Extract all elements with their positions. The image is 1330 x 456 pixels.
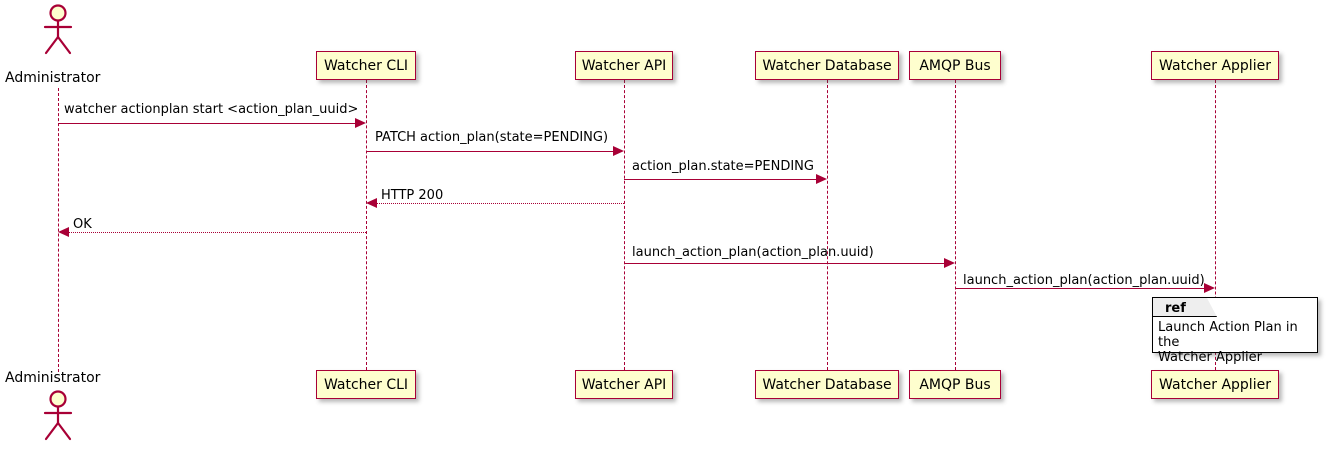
message-arrowhead-launch-action-plan-api-bus (944, 258, 955, 268)
message-label-ok: OK (73, 217, 92, 232)
message-line-ok (69, 232, 366, 233)
message-label-action-plan-state-pending: action_plan.state=PENDING (632, 159, 814, 174)
lifeline-amqp-bus (955, 80, 956, 370)
message-line-launch-action-plan-bus-applier (955, 288, 1204, 289)
lifeline-watcher-cli (366, 80, 367, 370)
message-line-watcher-actionplan-start (58, 123, 355, 124)
message-label-patch-action-plan: PATCH action_plan(state=PENDING) (375, 130, 609, 145)
message-arrowhead-launch-action-plan-bus-applier (1204, 283, 1215, 293)
message-arrowhead-http-200 (366, 198, 377, 208)
message-label-watcher-actionplan-start: watcher actionplan start <action_plan_uu… (64, 102, 359, 117)
lifeline-watcher-api (624, 80, 625, 370)
actor-label-administrator-bottom: Administrator (5, 370, 101, 386)
participant-watcher-applier-bottom[interactable]: Watcher Applier (1151, 370, 1279, 399)
ref-fragment-tab-label: ref (1165, 301, 1186, 316)
actor-administrator-bottom (37, 390, 81, 441)
participant-amqp-bus-top[interactable]: AMQP Bus (909, 51, 1001, 80)
message-label-launch-action-plan-bus-applier: launch_action_plan(action_plan.uuid) (963, 273, 1205, 288)
message-line-launch-action-plan-api-bus (624, 263, 944, 264)
participant-watcher-api-top[interactable]: Watcher API (575, 51, 673, 80)
message-label-http-200: HTTP 200 (381, 188, 444, 203)
participant-amqp-bus-bottom[interactable]: AMQP Bus (909, 370, 1001, 399)
message-arrowhead-ok (58, 227, 69, 237)
ref-fragment-launch-action-plan: ref Launch Action Plan in the Watcher Ap… (1152, 297, 1318, 365)
participant-watcher-api-bottom[interactable]: Watcher API (575, 370, 673, 399)
message-arrowhead-patch-action-plan (613, 146, 624, 156)
message-arrowhead-watcher-actionplan-start (355, 118, 366, 128)
participant-watcher-cli-top[interactable]: Watcher CLI (316, 51, 416, 80)
message-line-http-200 (377, 203, 624, 204)
actor-label-administrator-top: Administrator (5, 70, 101, 86)
message-line-patch-action-plan (366, 151, 613, 152)
message-arrowhead-action-plan-state-pending (816, 174, 827, 184)
actor-administrator-top (37, 4, 81, 55)
participant-watcher-cli-bottom[interactable]: Watcher CLI (316, 370, 416, 399)
message-label-launch-action-plan-api-bus: launch_action_plan(action_plan.uuid) (632, 245, 874, 260)
message-line-action-plan-state-pending (624, 179, 816, 180)
ref-fragment-body-label: Launch Action Plan in the Watcher Applie… (1158, 320, 1298, 365)
participant-watcher-database-top[interactable]: Watcher Database (755, 51, 899, 80)
lifeline-watcher-database (827, 80, 828, 370)
ref-fragment-tab (1153, 298, 1217, 317)
participant-watcher-database-bottom[interactable]: Watcher Database (755, 370, 899, 399)
participant-watcher-applier-top[interactable]: Watcher Applier (1151, 51, 1279, 80)
lifeline-watcher-applier (1215, 80, 1216, 370)
